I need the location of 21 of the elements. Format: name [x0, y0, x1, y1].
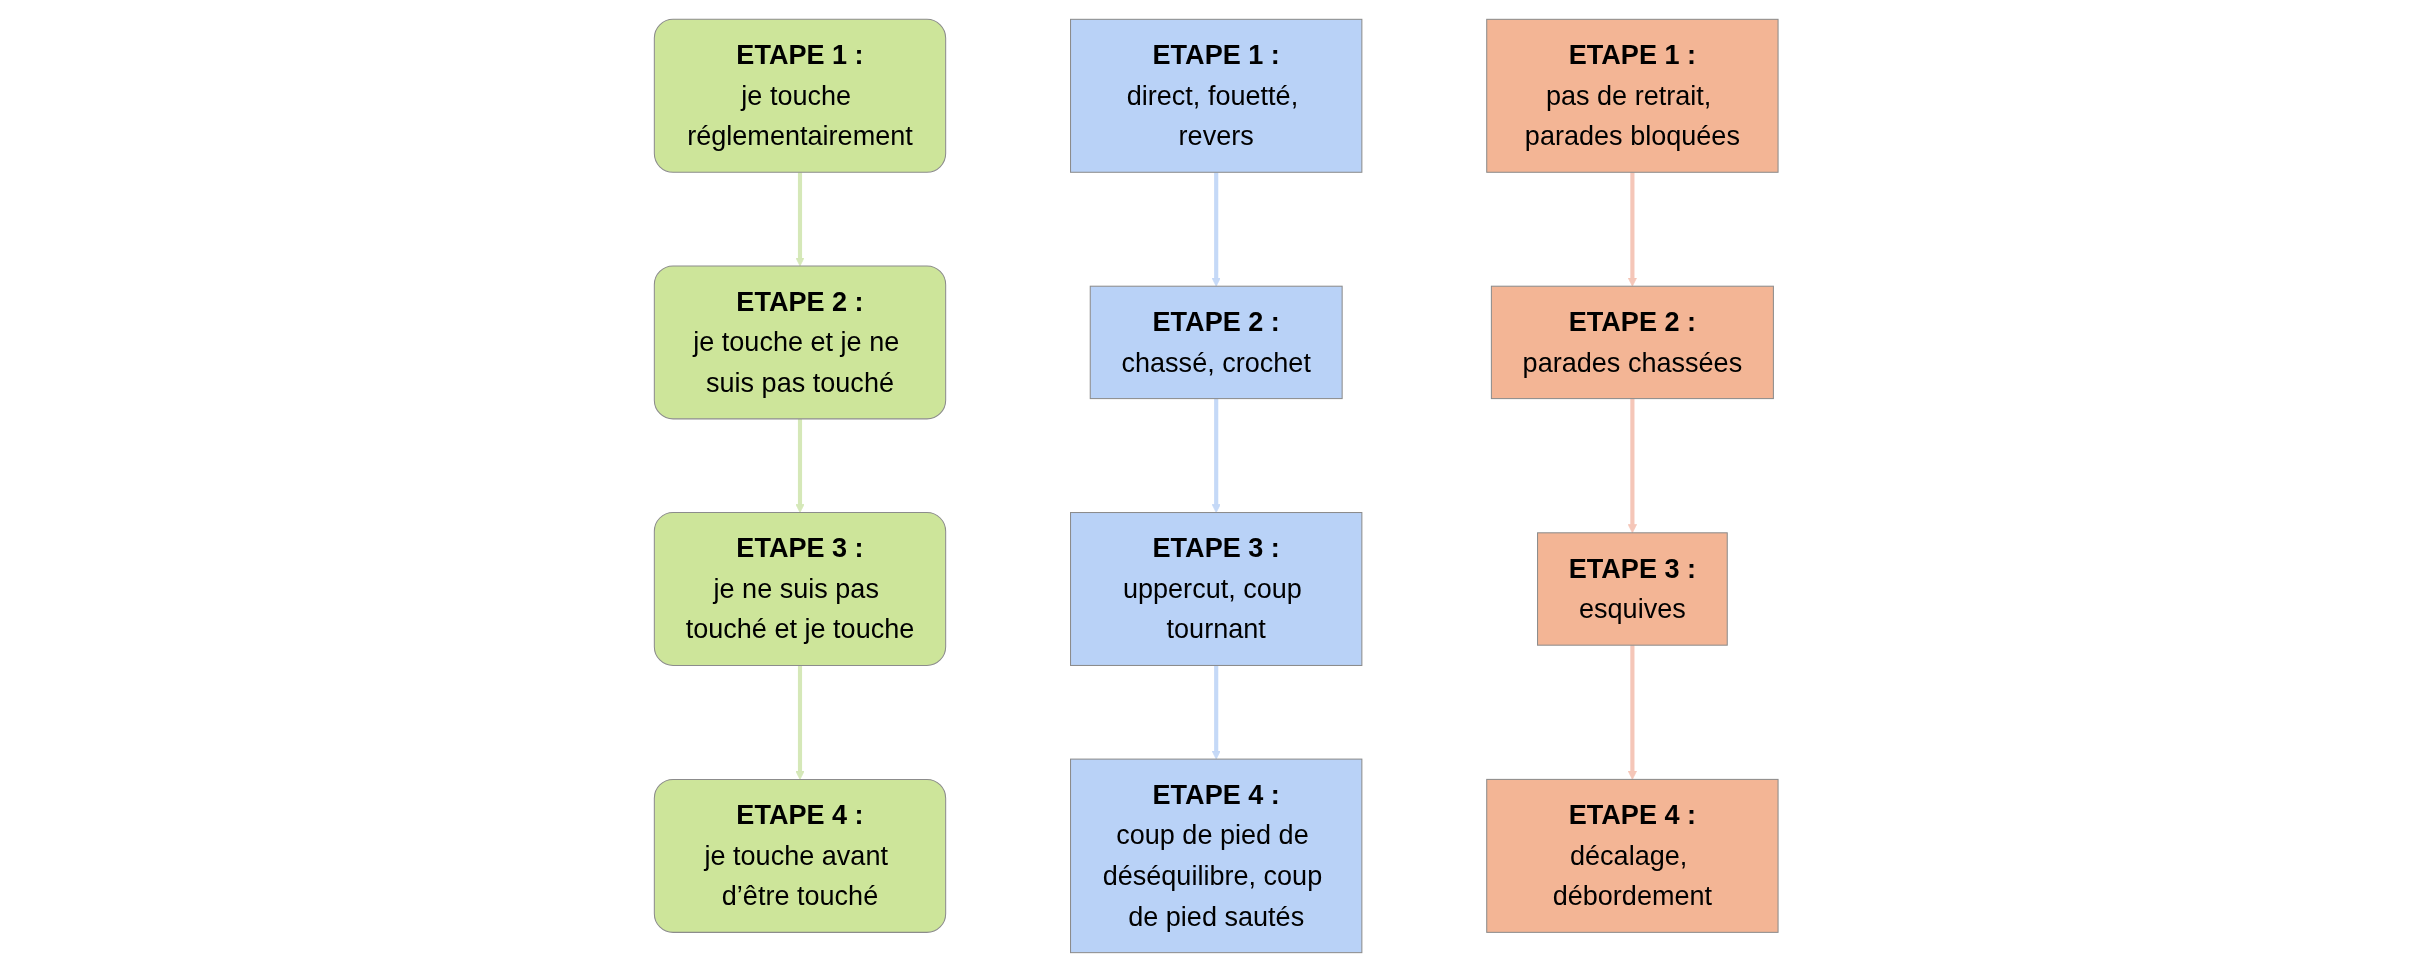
node-box: ETAPE 2 : je touche et je ne suis pas touché	[653, 264, 946, 419]
node-box: ETAPE 1 : direct, fouetté, revers	[1069, 18, 1363, 173]
node-box: ETAPE 3 : je ne suis pas touché et je touche	[653, 511, 946, 666]
node-box: ETAPE 1 : je touche réglementairement	[653, 18, 946, 173]
node-box: ETAPE 3 : uppercut, coup tournant	[1069, 511, 1363, 666]
node-box: ETAPE 2 : chassé, crochet	[1089, 285, 1343, 399]
arrow	[1627, 171, 1637, 287]
node-box: ETAPE 3 : esquives	[1536, 531, 1728, 646]
node-box: ETAPE 4 : coup de pied de déséquilibre, coup de pied sautés	[1069, 758, 1363, 953]
arrow	[1211, 665, 1221, 760]
node-box: ETAPE 4 : décalage, débordement	[1486, 778, 1779, 933]
node-box: ETAPE 2 : parades chassées	[1490, 285, 1774, 399]
arrow	[795, 665, 805, 780]
node-box: ETAPE 1 : pas de retrait, parades bloquées	[1486, 18, 1779, 173]
arrow	[1627, 644, 1637, 780]
node-box: ETAPE 4 : je touche avant d’être touché	[653, 778, 946, 933]
arrow	[1211, 171, 1221, 287]
arrow	[1211, 398, 1221, 513]
arrow	[795, 171, 805, 266]
arrow	[795, 418, 805, 513]
arrow	[1627, 398, 1637, 533]
